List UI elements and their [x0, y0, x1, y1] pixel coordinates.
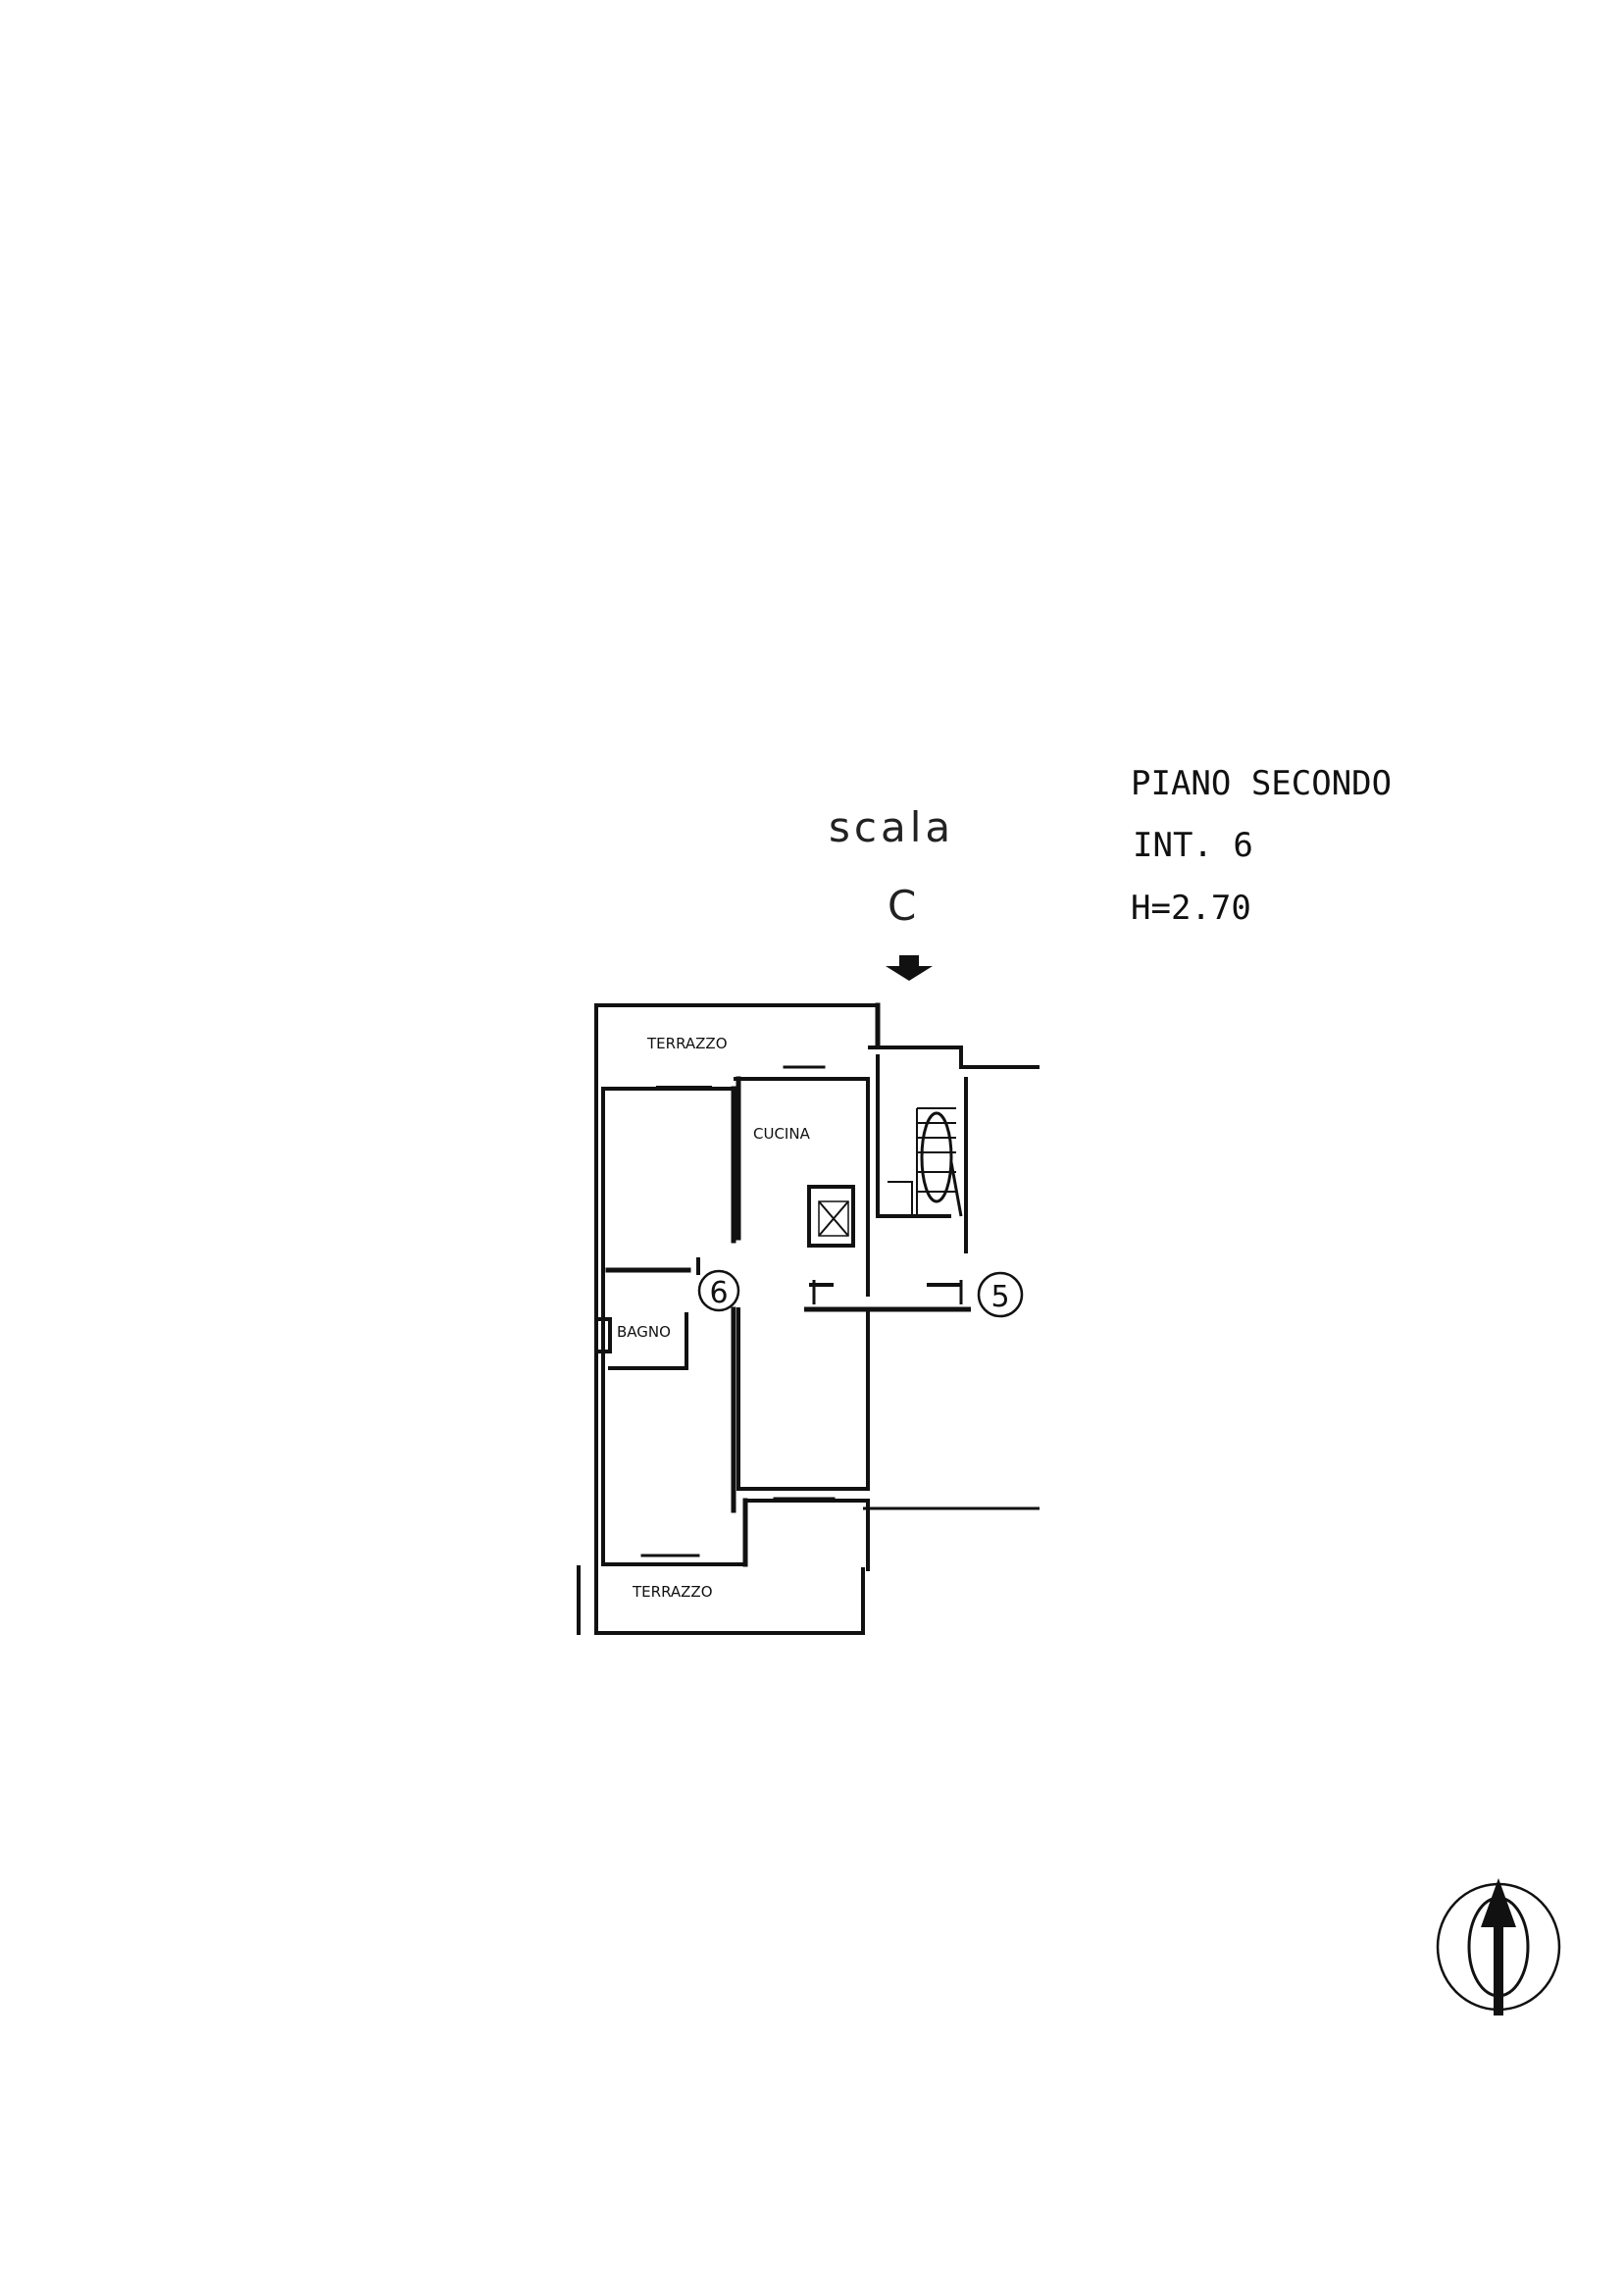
unit-5-marker: 5	[977, 1271, 1024, 1318]
apartment-outline	[577, 1002, 881, 1635]
unit-5-label: 5	[990, 1280, 1009, 1314]
entrance-arrow-icon	[886, 955, 933, 981]
room-label-terrace-top: TERRAZZO	[646, 1035, 728, 1052]
unit-6-label: 6	[709, 1276, 728, 1310]
room-label-bath: BAGNO	[617, 1323, 671, 1341]
stairwell	[863, 1046, 1040, 1510]
landing	[804, 1283, 971, 1491]
elevator-shaft	[807, 1185, 855, 1248]
stair-label: scala	[829, 803, 954, 851]
ceiling-height: H=2.70	[1131, 889, 1251, 928]
room-label-kitchen: CUCINA	[753, 1125, 811, 1143]
unit-number: INT. 6	[1133, 826, 1253, 865]
north-arrow-icon	[1436, 1878, 1561, 2015]
stair-letter: C	[888, 882, 916, 930]
floor-title: PIANO SECONDO	[1131, 764, 1392, 803]
room-label-terrace-bottom: TERRAZZO	[632, 1583, 713, 1601]
unit-6-marker: 6	[697, 1269, 740, 1312]
